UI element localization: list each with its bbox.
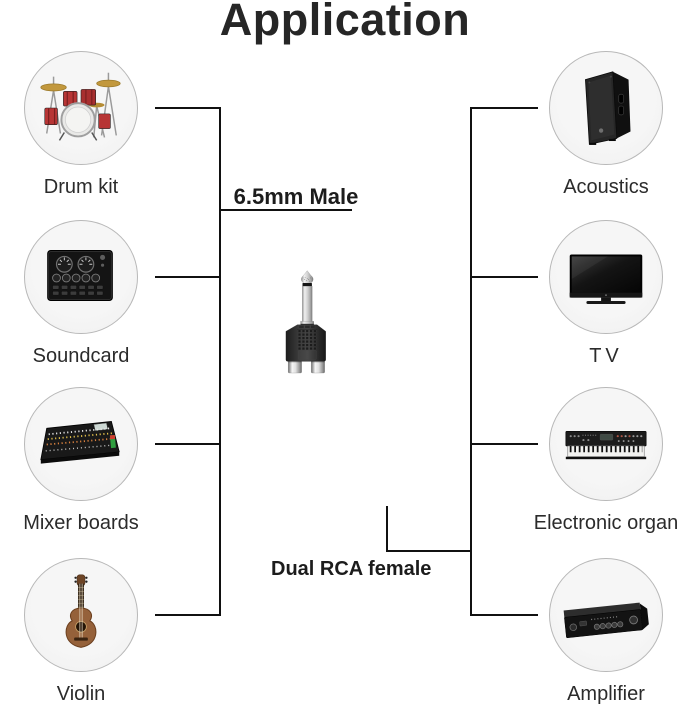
audio-adapter-image: [285, 270, 326, 374]
adapter-bottom-label: Dual RCA female: [271, 558, 432, 580]
device-label: TV: [589, 345, 623, 367]
device-label: Acoustics: [563, 176, 649, 198]
drum-kit-image: [24, 51, 138, 165]
male-plug-callout-line: [219, 209, 352, 211]
branch-line-acoustics: [470, 107, 538, 109]
soundcard-image: [24, 220, 138, 334]
branch-line-violin: [155, 614, 221, 616]
tv-image: [549, 220, 663, 334]
device-label: Electronic organ: [533, 512, 679, 534]
device-label: Amplifier: [567, 683, 645, 705]
device-label: Soundcard: [32, 345, 130, 367]
device-acoustics: Acoustics: [521, 51, 691, 199]
device-drum-kit: Drum kit: [0, 51, 166, 199]
rca-callout-line-vertical: [386, 506, 388, 552]
electronic-organ-image: [549, 387, 663, 501]
branch-line-soundcard: [155, 276, 221, 278]
branch-line-amplifier: [470, 614, 538, 616]
device-electronic-organ: Electronic organ: [521, 387, 691, 535]
device-amplifier: Amplifier: [521, 558, 691, 706]
device-tv: TV: [521, 220, 691, 368]
speaker-image: [549, 51, 663, 165]
device-label: Mixer boards: [23, 512, 139, 534]
rca-callout-line-horizontal: [386, 550, 472, 552]
device-violin: Violin: [0, 558, 166, 706]
device-label: Drum kit: [43, 176, 119, 198]
branch-line-organ: [470, 443, 538, 445]
branch-line-mixer: [155, 443, 221, 445]
left-bus-line: [219, 107, 221, 616]
adapter-top-label: 6.5mm Male: [233, 184, 359, 209]
device-label: Violin: [56, 683, 106, 705]
amplifier-image: [549, 558, 663, 672]
right-bus-line: [470, 107, 472, 616]
device-mixer-boards: Mixer boards: [0, 387, 166, 535]
mixer-board-image: [24, 387, 138, 501]
branch-line-drum-kit: [155, 107, 221, 109]
device-soundcard: Soundcard: [0, 220, 166, 368]
violin-image: [24, 558, 138, 672]
branch-line-tv: [470, 276, 538, 278]
page-title: Application: [219, 0, 471, 45]
